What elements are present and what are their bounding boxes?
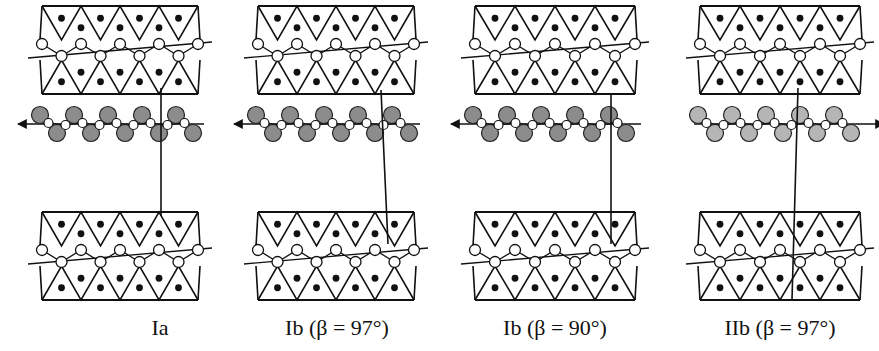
stacking-vector bbox=[610, 95, 612, 244]
stacking-vector bbox=[160, 88, 162, 216]
tot-layer bbox=[28, 212, 212, 300]
drawing bbox=[18, 6, 879, 300]
panel-label: Ia bbox=[151, 316, 168, 340]
tot-layer bbox=[686, 6, 874, 94]
panel-label: Ib (β = 90°) bbox=[503, 316, 607, 340]
tot-layer bbox=[461, 6, 649, 94]
interlayer bbox=[451, 107, 641, 142]
interlayer bbox=[690, 107, 879, 142]
tot-layer bbox=[28, 6, 212, 94]
tot-layer bbox=[244, 6, 428, 94]
panel-label: IIb (β = 97°) bbox=[724, 316, 835, 340]
stacking-vector bbox=[792, 88, 798, 300]
tot-layer bbox=[686, 212, 874, 300]
panel-label: Ib (β = 97°) bbox=[285, 316, 389, 340]
stacking-vector bbox=[381, 90, 388, 244]
interlayer bbox=[18, 107, 204, 142]
tot-layer bbox=[244, 212, 428, 300]
tot-layer bbox=[461, 212, 649, 300]
interlayer bbox=[234, 107, 420, 142]
